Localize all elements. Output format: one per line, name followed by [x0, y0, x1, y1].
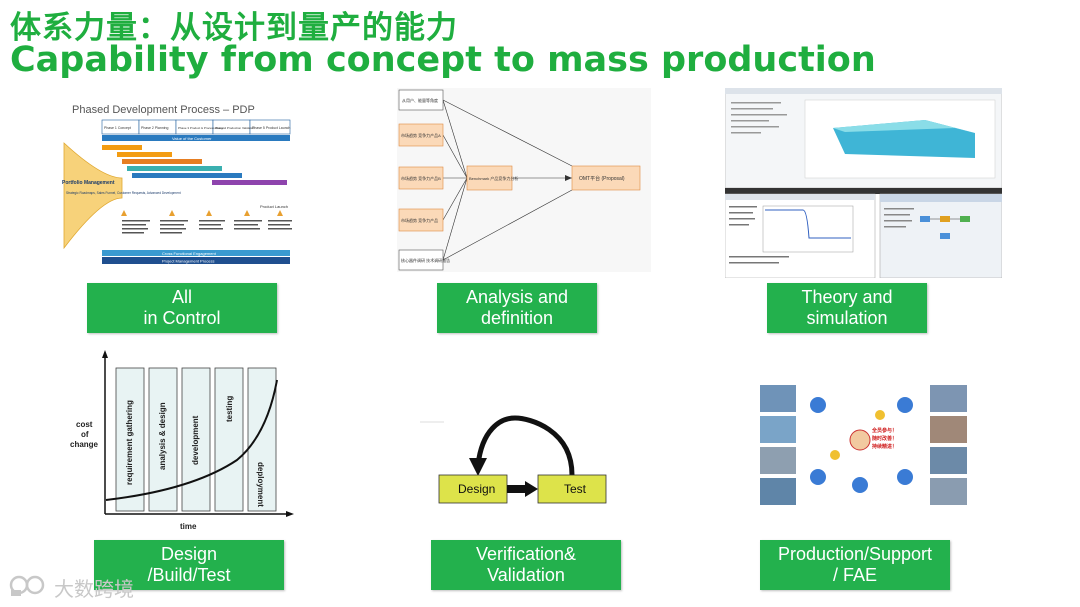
analysis-center: Benchmark 产品竞争力分析: [469, 175, 518, 181]
card-5-line2: Validation: [487, 565, 565, 585]
pdp-title: Phased Development Process – PDP: [72, 104, 255, 116]
card-1-line1: All: [171, 287, 192, 307]
cost-phase-2: analysis & design: [158, 402, 167, 470]
analysis-box-bottom: 核心器件调研 技术调研报告: [401, 257, 450, 263]
card-5-line1: Verification&: [475, 544, 577, 564]
slide-title-cn: 体系力量：从设计到量产的能力: [10, 10, 458, 46]
card-1-line2: in Control: [143, 308, 221, 328]
card-theory-simulation: Theory and simulation: [767, 283, 927, 333]
pdp-phase-5: Phase 5 Product Launch: [252, 126, 290, 130]
production-collage: 全员参与！ 随时改善！ 持续精进！: [760, 385, 967, 509]
pdp-portfolio-sub: Strategic Roadmaps, Sales Funnel, Custom…: [66, 191, 181, 195]
pdp-phase-headers: Phase 1 Concept Phase 2 Planning Phase 3…: [101, 119, 290, 135]
analysis-box-c: 市场趋势 竞争力产品: [401, 217, 438, 223]
pdp-phase-2: Phase 2 Planning: [141, 126, 168, 130]
analysis-right: OMT平台 (Proposal): [579, 175, 625, 182]
card-2-line1: Analysis and: [465, 287, 569, 307]
cost-phase-3: development: [191, 415, 200, 465]
production-c1: 全员参与！: [871, 427, 897, 434]
watermark-text: 大数跨境: [54, 577, 134, 601]
card-production-support: Production/Support / FAE: [760, 540, 950, 590]
cost-phase-1: requirement gathering: [125, 400, 134, 485]
card-verification-validation: Verification& Validation: [431, 540, 621, 590]
cost-ylabel-1: cost: [76, 420, 93, 429]
cost-phase-5: deployment: [256, 462, 265, 507]
pdp-cross: Cross Functional Engagement: [162, 251, 217, 256]
pdp-diagram: Phased Development Process – PDP Phase 1…: [62, 98, 302, 268]
card-4-line2: /Build/Test: [147, 565, 231, 585]
watermark-logo-icon: [8, 572, 50, 603]
watermark: 大数跨境: [8, 572, 134, 603]
cost-of-change-diagram: cost of change time requirement gatherin…: [62, 350, 302, 535]
analysis-box-a: 市场趋势 竞争力产品A: [401, 132, 441, 138]
cost-ylabel-3: change: [70, 440, 99, 449]
cost-xlabel: time: [180, 522, 197, 531]
pdp-product-launch: Product Launch: [260, 204, 288, 209]
card-6-line1: Production/Support: [777, 544, 933, 564]
analysis-box-b: 市场趋势 竞争力产品B: [401, 175, 441, 181]
pdp-portfolio: Portfolio Management: [62, 180, 115, 186]
slide-title-en: Capability from concept to mass producti…: [10, 40, 876, 80]
pdp-phase-1: Phase 1 Concept: [104, 126, 131, 130]
production-c2: 随时改善！: [872, 435, 897, 442]
simulation-screenshots: [724, 87, 1003, 279]
pdp-voice: Value of the Customer: [172, 136, 212, 141]
analysis-box-top: 从用户、能量等角度: [402, 97, 438, 103]
analysis-diagram: 从用户、能量等角度 市场趋势 竞争力产品A 市场趋势 竞争力产品B 市场趋势 竞…: [397, 88, 651, 272]
card-analysis-definition: Analysis and definition: [437, 283, 597, 333]
pdp-phase-3: Phase 3 Product & Process design: [178, 126, 225, 130]
vv-test: Test: [564, 482, 587, 496]
cost-ylabel-2: of: [81, 430, 89, 439]
card-3-line1: Theory and: [801, 287, 893, 307]
card-4-line1: Design: [160, 544, 218, 564]
card-3-line2: simulation: [806, 308, 888, 328]
card-6-line2: / FAE: [832, 565, 877, 585]
pdp-pm: Project Management Process: [162, 259, 214, 264]
production-c3: 持续精进！: [871, 443, 897, 450]
vv-design: Design: [458, 482, 495, 496]
card-design-build-test: Design /Build/Test: [94, 540, 284, 590]
card-2-line2: definition: [480, 308, 554, 328]
verification-loop-diagram: Design Test: [420, 410, 620, 510]
pdp-phase-4: Phase 4 Production Validation: [215, 126, 255, 130]
card-all-in-control: All in Control: [87, 283, 277, 333]
cost-phase-4: testing: [225, 396, 234, 422]
